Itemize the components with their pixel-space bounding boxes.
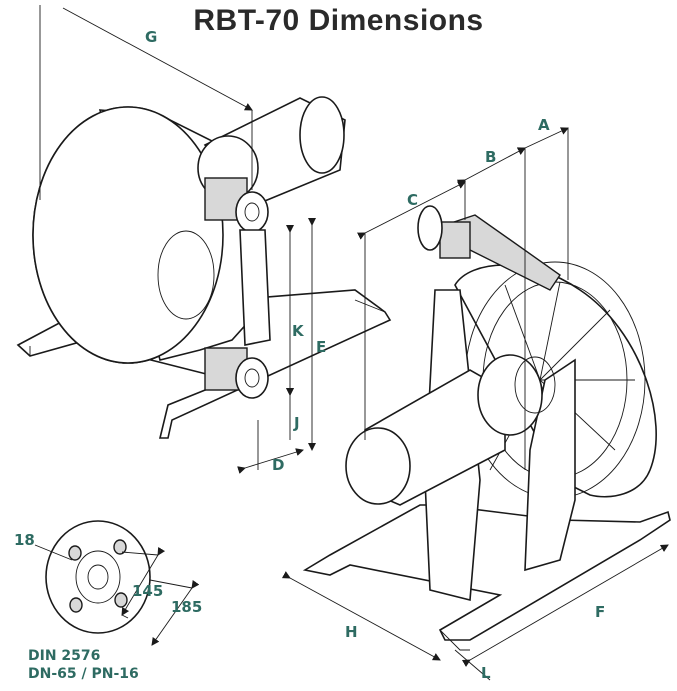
label-c: C [407,191,418,209]
dim-b-line [456,147,526,187]
dim-18-leader [34,544,73,561]
front-lower-flange-bore [244,368,260,388]
pump-front-view [16,96,392,439]
front-housing-face [32,106,224,364]
front-motor-end [299,96,345,174]
front-support-frame [239,229,271,346]
dim-f-line [461,544,669,667]
rear-dimension-lines [281,127,669,681]
rear-motor-coupling [514,356,556,414]
flange-standard-line1: DIN 2576 [28,648,100,664]
dim-145-line [121,546,166,616]
label-l: L [481,664,491,682]
pump-rear-view [302,205,671,651]
dim-185-line [151,579,200,646]
flange-outer-diameter-label: 185 [171,598,202,616]
label-f: F [595,603,605,621]
dim-a-line [516,127,569,155]
flange-bolt-hole-4 [114,592,128,608]
flange-hub [75,550,121,604]
flange-bolt-hole-label: 18 [14,531,35,549]
dim-185-ext [149,579,193,589]
rear-port-block [439,221,471,259]
label-k: K [292,322,305,340]
rear-motor-flange [477,354,543,436]
page-title: RBT-70 Dimensions [193,4,484,37]
dim-g-line [62,7,253,111]
label-b: B [485,148,496,166]
dim-d-line [237,448,304,474]
front-dimension-lines [39,5,316,474]
rear-port-flange [417,205,443,251]
rear-base-frame [302,504,671,641]
dim-h-line [281,571,441,661]
dim-c-line [356,181,466,240]
flange-bolt-hole-1 [68,545,82,561]
dim-l-line [454,649,491,681]
flange-outer [45,520,151,634]
rear-motor-end [345,427,411,505]
label-d: D [272,456,284,474]
dim-145-ext-2 [121,614,129,619]
dim-145-ext-1 [121,551,159,556]
front-center-hub [157,230,215,320]
label-e: E [316,338,326,356]
label-a: A [538,116,550,134]
front-upper-flange [235,191,269,233]
label-h: H [345,623,358,641]
flange-detail [34,520,200,646]
flange-bolt-circle-label: 145 [132,582,163,600]
label-j: J [293,414,300,432]
flange-bore [87,564,109,590]
flange-standard-line2: DN-65 / PN-16 [28,666,139,682]
flange-bolt-hole-3 [69,597,83,613]
front-upper-flange-bore [244,202,260,222]
label-g: G [145,28,157,46]
front-lower-flange [235,357,269,399]
